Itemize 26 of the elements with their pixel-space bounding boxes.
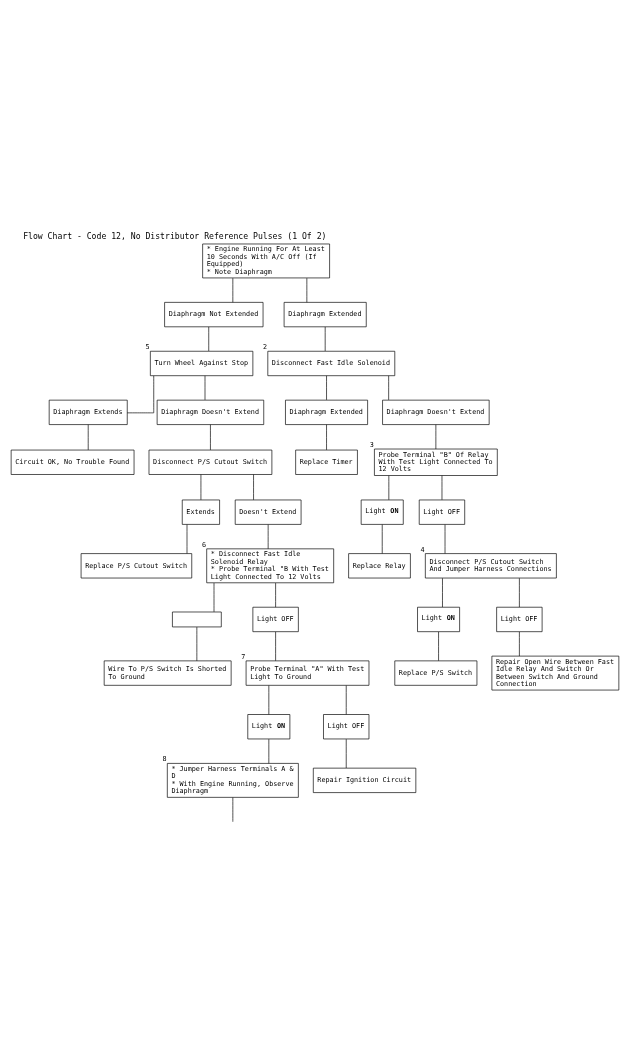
connector bbox=[210, 423, 211, 450]
connector bbox=[388, 474, 390, 500]
connector bbox=[435, 423, 437, 449]
connector bbox=[345, 684, 347, 715]
connector bbox=[519, 631, 520, 656]
connector bbox=[267, 523, 269, 549]
connector bbox=[275, 582, 276, 607]
diagram-title: Flow Chart - Code 12, No Distributor Reference Pulses (1 Of 2) bbox=[23, 230, 327, 241]
connector bbox=[441, 474, 443, 500]
node-box bbox=[172, 611, 222, 627]
connector bbox=[126, 375, 155, 413]
connector bbox=[253, 473, 254, 500]
connector bbox=[442, 577, 443, 607]
connector bbox=[200, 473, 202, 500]
connector bbox=[275, 631, 276, 661]
connector bbox=[438, 631, 439, 661]
connector bbox=[268, 684, 270, 715]
connector bbox=[444, 523, 446, 554]
connector bbox=[519, 577, 520, 607]
connector bbox=[381, 523, 383, 554]
connector bbox=[232, 796, 234, 822]
connector bbox=[268, 738, 270, 764]
connector bbox=[87, 423, 89, 450]
connector bbox=[326, 374, 327, 400]
connector bbox=[326, 423, 327, 450]
connector bbox=[186, 523, 188, 554]
